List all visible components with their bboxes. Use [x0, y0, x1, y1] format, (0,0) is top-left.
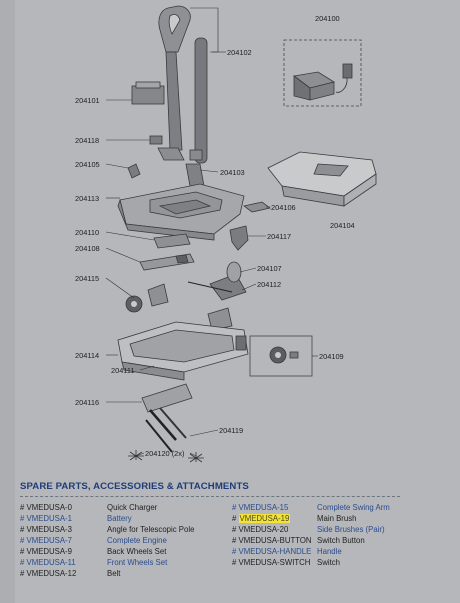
part-description: Handle [317, 547, 342, 556]
callout-204118: 204118 [75, 136, 99, 145]
main-brush-part [141, 383, 193, 413]
part-code: # VMEDUSA-15 [232, 503, 289, 512]
callout-204114: 204114 [75, 351, 99, 360]
pole-tube-part [194, 37, 208, 164]
side-brushes-part [128, 407, 204, 463]
switch-part [229, 225, 249, 251]
callout-204102: 204102 [227, 48, 252, 57]
callout-204120: 204120 (2x) [145, 449, 184, 458]
parts-row: # VMEDUSA-1 Battery [20, 513, 230, 524]
parts-row: # VMEDUSA-19 Main Brush [232, 513, 432, 524]
dust-tray-part [267, 151, 377, 207]
part-code: # VMEDUSA-20 [232, 525, 289, 534]
parts-row: # VMEDUSA-HANDLE Handle [232, 546, 432, 557]
part-code: # VMEDUSA-3 [20, 525, 72, 534]
charger-box [283, 39, 362, 107]
page-margin [0, 0, 15, 603]
leader-lines [105, 7, 318, 457]
legend-divider [20, 496, 400, 497]
callout-204112: 204112 [257, 280, 281, 289]
callout-204109: 204109 [319, 352, 344, 361]
brush-housing-parts [139, 233, 195, 271]
callout-204100: 204100 [315, 14, 340, 23]
part-description: Complete Swing Arm [317, 503, 390, 512]
callout-204115: 204115 [75, 274, 99, 283]
part-description: Angle for Telescopic Pole [107, 525, 195, 534]
part-description: Switch [317, 558, 340, 567]
callout-204116: 204116 [75, 398, 99, 407]
part-code: # VMEDUSA-12 [20, 569, 77, 578]
parts-row: # VMEDUSA-20 Side Brushes (Pair) [232, 524, 432, 535]
front-wheel-parts [125, 283, 233, 331]
part-code: # VMEDUSA-9 [20, 547, 72, 556]
clip-part [243, 201, 271, 213]
part-description: Complete Engine [107, 536, 167, 545]
legend-title: SPARE PARTS, ACCESSORIES & ATTACHMENTS [20, 481, 249, 492]
parts-row: # VMEDUSA-3 Angle for Telescopic Pole [20, 524, 230, 535]
main-body-part [117, 183, 245, 241]
callout-204117: 204117 [267, 232, 291, 241]
part-description: Switch Button [317, 536, 365, 545]
part-description: Belt [107, 569, 121, 578]
telescopic-pole-part [165, 51, 183, 151]
part-description: Side Brushes (Pair) [317, 525, 385, 534]
callout-204104: 204104 [330, 221, 355, 230]
part-code: # VMEDUSA-BUTTON [232, 536, 312, 545]
battery-part [131, 81, 165, 105]
part-description: Front Wheels Set [107, 558, 168, 567]
callout-204107: 204107 [257, 264, 282, 273]
callout-204119: 204119 [219, 426, 243, 435]
diagram-sheet [15, 0, 460, 603]
callout-204108: 204108 [75, 244, 100, 253]
rear-wheel-part [249, 335, 313, 377]
parts-row: # VMEDUSA-7 Complete Engine [20, 535, 230, 546]
handle-part [158, 5, 191, 53]
small-parts-upper [127, 135, 205, 187]
part-code: # VMEDUSA-1 [20, 514, 72, 523]
parts-row: # VMEDUSA-SWITCH Switch [232, 557, 432, 568]
callout-204110: 204110 [75, 228, 99, 237]
callout-204111: 204111 [111, 366, 135, 375]
part-description: Battery [107, 514, 132, 523]
part-description: Back Wheels Set [107, 547, 167, 556]
highlighted-code: VMEDUSA-19 [238, 514, 291, 523]
part-code-highlighted: # VMEDUSA-19 [232, 514, 291, 523]
callout-204105: 204105 [75, 160, 100, 169]
callout-204106: 204106 [271, 203, 296, 212]
callouts: 204100 204102 204101 204118 204105 20410… [75, 14, 355, 458]
part-description: Quick Charger [107, 503, 158, 512]
chassis-part [117, 321, 249, 381]
parts-row: # VMEDUSA-0 Quick Charger [20, 502, 230, 513]
part-code: # VMEDUSA-11 [20, 558, 76, 567]
callout-204113: 204113 [75, 194, 99, 203]
part-code: # VMEDUSA-7 [20, 536, 72, 545]
parts-row: # VMEDUSA-12 Belt [20, 568, 230, 579]
part-code: # VMEDUSA-HANDLE [232, 547, 312, 556]
parts-row: # VMEDUSA-15 Complete Swing Arm [232, 502, 432, 513]
callout-204103: 204103 [220, 168, 245, 177]
part-code: # VMEDUSA-SWITCH [232, 558, 311, 567]
part-description: Main Brush [317, 514, 357, 523]
callout-204101: 204101 [75, 96, 100, 105]
parts-row: # VMEDUSA-BUTTON Switch Button [232, 535, 432, 546]
parts-row: # VMEDUSA-11 Front Wheels Set [20, 557, 230, 568]
engine-part [187, 261, 247, 301]
part-code: # VMEDUSA-0 [20, 503, 72, 512]
parts-row: # VMEDUSA-9 Back Wheels Set [20, 546, 230, 557]
